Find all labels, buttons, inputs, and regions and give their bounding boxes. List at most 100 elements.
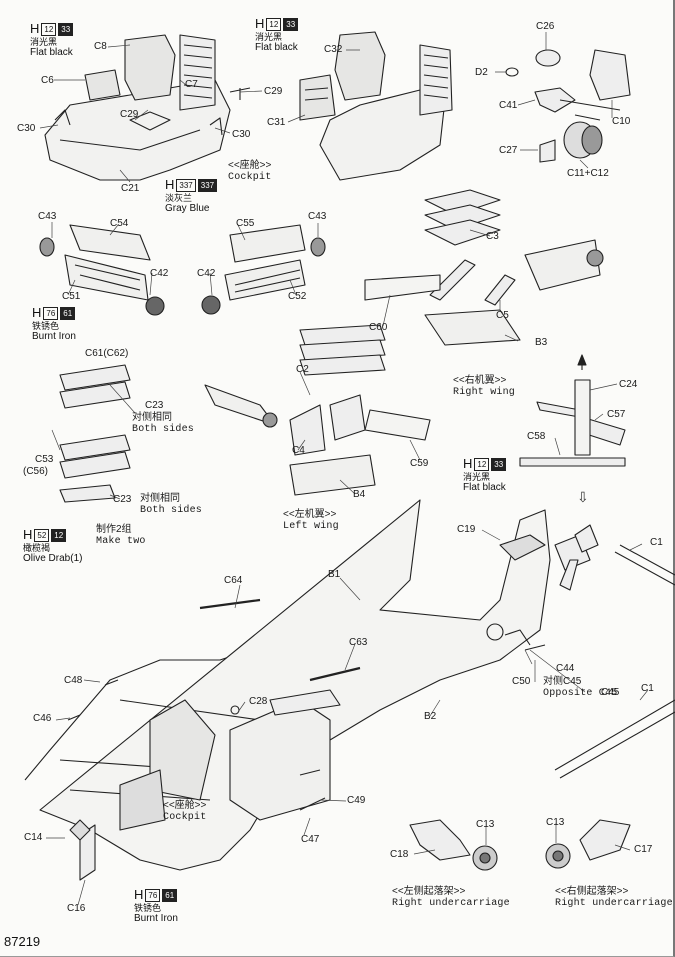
- caption-both-sides-2: 对侧相同 Both sides: [140, 493, 202, 516]
- caption-opposite-c45: 对侧C45 Opposite C45: [543, 676, 617, 699]
- cockpit-assembly-top: [44, 34, 251, 181]
- caption-cn: <<左侧起落架>>: [392, 886, 466, 897]
- page-number: 87219: [4, 934, 41, 949]
- paint-code: 61: [60, 306, 76, 320]
- paint-h: H: [463, 456, 473, 471]
- main-rotor-assembly: [519, 354, 626, 467]
- rotor-blade-c1: [554, 544, 675, 779]
- caption-right-wing: <<右机翼>> Right wing: [453, 375, 515, 398]
- paint-cn: 铁锈色: [134, 902, 162, 913]
- part-label: C5: [496, 310, 509, 321]
- engine-pod-right: [201, 224, 326, 315]
- part-label: C63: [349, 637, 368, 648]
- paint-h: H: [23, 527, 33, 542]
- part-label: C13: [476, 819, 495, 830]
- right-wing-assembly: [364, 189, 604, 346]
- caption-cn: <<右机翼>>: [453, 375, 507, 386]
- paint-code: 61: [162, 888, 178, 902]
- caption-cn: <<右侧起落架>>: [555, 886, 629, 897]
- part-label: C61(C62): [85, 348, 129, 359]
- caption-cn: 对侧C45: [543, 676, 582, 687]
- paint-en: Flat black: [30, 47, 73, 59]
- tail-rotor-blades: [554, 524, 599, 591]
- engine-parts-top-right: [505, 49, 631, 163]
- part-label: C8: [94, 41, 107, 52]
- caption-cockpit-top: <<座舱>> Cockpit: [228, 160, 271, 183]
- paint-num: 52: [34, 528, 50, 542]
- part-label: C42: [150, 268, 169, 279]
- caption-left-wing: <<左机翼>> Left wing: [283, 509, 339, 532]
- part-label: C3: [486, 231, 499, 242]
- part-label: B1: [328, 569, 341, 580]
- part-label: C60: [369, 322, 388, 333]
- part-label: C7: [185, 79, 198, 90]
- part-label: C14: [24, 832, 43, 843]
- part-label: C19: [457, 524, 476, 535]
- part-label: C54: [110, 218, 129, 229]
- paint-en: Gray Blue: [165, 203, 210, 215]
- caption-en: Right undercarriage: [392, 897, 510, 909]
- part-label: C27: [499, 145, 518, 156]
- part-label: C24: [619, 379, 638, 390]
- part-label: C16: [67, 903, 86, 914]
- part-label: C2: [296, 364, 309, 375]
- part-label: C23: [113, 494, 132, 505]
- caption-en: Both sides: [132, 423, 195, 435]
- caption-en: Right undercarriage: [555, 897, 673, 909]
- part-label: C41: [499, 100, 518, 111]
- caption-en: Make two: [96, 535, 146, 547]
- part-label: C43: [38, 211, 57, 222]
- caption-en: Opposite C45: [543, 687, 618, 699]
- caption-en: Cockpit: [163, 811, 207, 823]
- missile-racks-left: [59, 364, 131, 503]
- caption-cn: <<左机翼>>: [283, 509, 337, 520]
- part-label: (C56): [23, 466, 49, 477]
- part-label: C49: [347, 795, 366, 806]
- caption-cn: <<座舱>>: [163, 800, 207, 811]
- part-label: C52: [288, 291, 307, 302]
- undercarriage-right: [545, 819, 631, 869]
- paint-code: 33: [58, 22, 74, 36]
- paint-cn: 消光黑: [30, 36, 58, 47]
- part-label: C45: [601, 687, 620, 698]
- caption-left-undercarriage: <<左侧起落架>> Right undercarriage: [392, 886, 510, 909]
- part-label: C26: [536, 21, 555, 32]
- part-label: C43: [308, 211, 327, 222]
- part-label: C28: [249, 696, 268, 707]
- caption-cn: 对侧相同: [132, 412, 172, 423]
- part-label: C29: [120, 109, 139, 120]
- paint-h: H: [255, 16, 265, 31]
- paint-cn: 消光黑: [463, 471, 491, 482]
- part-label: C23: [145, 400, 164, 411]
- part-label: B2: [424, 711, 437, 722]
- paint-en: Flat black: [255, 42, 298, 54]
- part-label: C64: [224, 575, 243, 586]
- part-label: C1: [650, 537, 663, 548]
- part-label: C51: [62, 291, 81, 302]
- caption-cn: 制作2组: [96, 524, 132, 535]
- paint-num: 12: [266, 17, 282, 31]
- part-label: C57: [607, 409, 626, 420]
- part-label: C30: [232, 129, 251, 140]
- arrow-down-icon: ⇩: [577, 490, 589, 506]
- part-label: B4: [353, 489, 366, 500]
- part-label: C59: [410, 458, 429, 469]
- paint-num: 337: [176, 178, 196, 192]
- part-label: C4: [292, 445, 305, 456]
- caption-right-undercarriage: <<右侧起落架>> Right undercarriage: [555, 886, 673, 909]
- caption-en: Cockpit: [228, 171, 272, 183]
- part-label: C42: [197, 268, 216, 279]
- cockpit-assembly-middle: [299, 31, 453, 181]
- paint-h: H: [32, 305, 42, 320]
- rocket-pod-middle: [204, 324, 431, 496]
- paint-cn: 橄榄褐: [23, 542, 51, 553]
- caption-en: Left wing: [283, 520, 339, 532]
- part-label: C1: [641, 683, 654, 694]
